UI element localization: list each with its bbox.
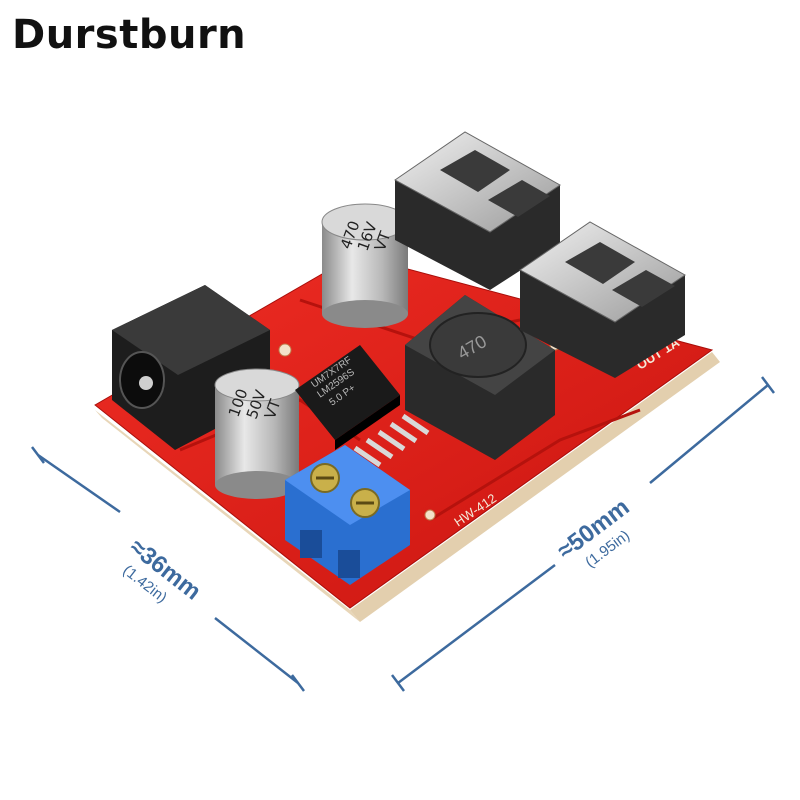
brand-logo-text: Durstburn <box>12 12 247 58</box>
capacitor-470uf: 470 16V VT <box>321 203 409 328</box>
capacitor-100uf: 100 50V VT <box>214 368 300 499</box>
power-inductor: 470 <box>405 295 555 460</box>
screw-terminal-block <box>285 445 410 585</box>
usb-port-bottom <box>519 221 686 378</box>
regulator-chip: UM7X7RF LM2596S 5.0 P+ <box>295 345 430 468</box>
usb-port-top <box>394 131 561 290</box>
cap-small-series: VT <box>261 396 285 421</box>
cap-large-series: VT <box>371 228 395 253</box>
